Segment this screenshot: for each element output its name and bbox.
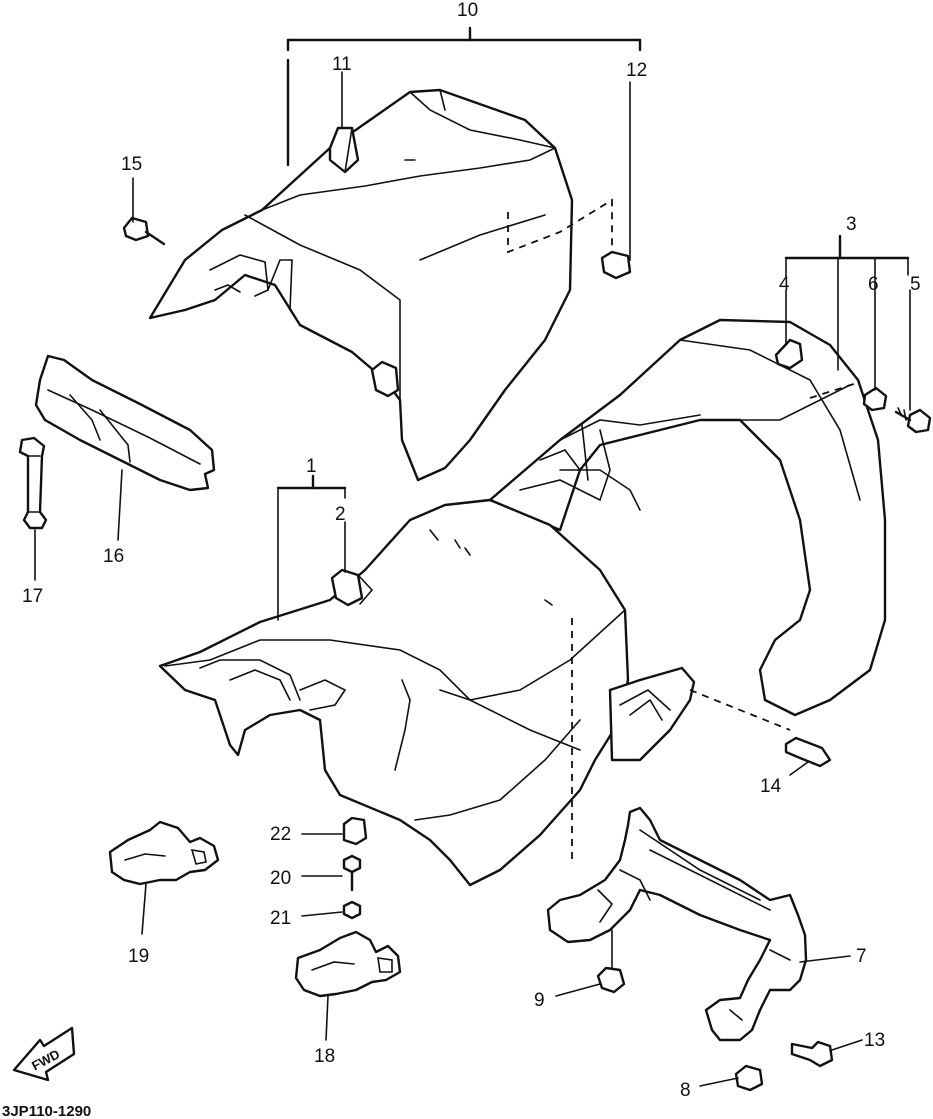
part-5-screw bbox=[894, 407, 932, 434]
drawing-code: 3JP110-1290 bbox=[2, 1103, 91, 1119]
callout-22: 22 bbox=[270, 824, 291, 845]
part-19-latch bbox=[108, 820, 220, 886]
callout-1: 1 bbox=[306, 456, 317, 477]
part-17-strap bbox=[18, 436, 48, 530]
callout-12: 12 bbox=[626, 60, 647, 81]
part-8-cap bbox=[734, 1064, 764, 1092]
part-1-main-seat bbox=[158, 318, 887, 887]
leader-lines bbox=[34, 26, 911, 1087]
callout-18: 18 bbox=[314, 1046, 335, 1067]
callout-20: 20 bbox=[270, 868, 291, 889]
callout-7: 7 bbox=[856, 946, 867, 967]
part-7-frame-bracket bbox=[546, 806, 808, 1042]
part-20-pin bbox=[342, 854, 362, 892]
callout-16: 16 bbox=[103, 546, 124, 567]
part-21-washer bbox=[342, 900, 362, 920]
callout-10: 10 bbox=[457, 0, 478, 21]
callout-2: 2 bbox=[335, 504, 346, 525]
callout-9: 9 bbox=[534, 990, 545, 1011]
callout-11: 11 bbox=[332, 54, 352, 75]
callout-labels: 10 11 12 15 3 4 6 5 16 17 1 2 14 22 20 2… bbox=[22, 0, 921, 1101]
callout-14: 14 bbox=[760, 776, 782, 797]
part-4-hook bbox=[774, 338, 804, 370]
callout-15: 15 bbox=[121, 154, 142, 175]
part-15-bolt bbox=[122, 216, 166, 246]
callout-13: 13 bbox=[864, 1030, 885, 1051]
callout-6: 6 bbox=[868, 274, 879, 295]
part-13-bolt bbox=[790, 1040, 834, 1068]
part-6-nut bbox=[862, 386, 888, 412]
part-12-grommet bbox=[600, 250, 632, 280]
callout-17: 17 bbox=[22, 586, 43, 607]
part-16-bracket bbox=[34, 354, 216, 492]
part-14-pin bbox=[784, 736, 832, 768]
callout-3: 3 bbox=[846, 214, 857, 235]
callout-8: 8 bbox=[680, 1080, 691, 1101]
callout-19: 19 bbox=[128, 946, 149, 967]
forward-arrow-icon: FWD bbox=[12, 1026, 76, 1082]
callout-5: 5 bbox=[910, 274, 921, 295]
part-10-rear-seat-cowl bbox=[148, 88, 613, 482]
callout-4: 4 bbox=[779, 274, 790, 295]
part-9-cap bbox=[596, 966, 626, 994]
part-18-latch bbox=[294, 930, 402, 998]
part-22-bushing bbox=[342, 816, 368, 846]
callout-21: 21 bbox=[270, 908, 291, 929]
